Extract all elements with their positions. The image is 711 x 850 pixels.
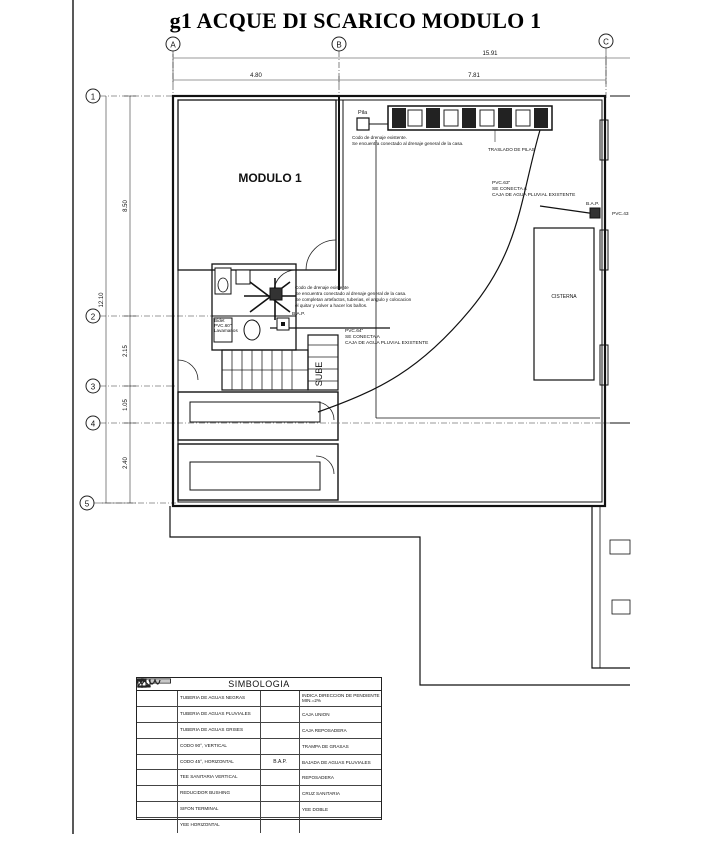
legend-label: TUBERIA DE AGUAS NEGRAS: [178, 691, 261, 706]
note-pvc-right-2: SE CONECTA A: [492, 186, 528, 192]
note-move-sinks: TRASLADO DE PILAS: [488, 147, 535, 152]
stair-treads: [222, 344, 338, 390]
grid-row-1: 1: [85, 88, 176, 104]
note-pvc-small: PVC.60": [214, 323, 232, 328]
bathroom-fixtures: [213, 207, 601, 343]
note-pvc-mid-3: CAJA DE AGUA PLUVIAL EXISTENTE: [345, 340, 428, 346]
dim-left-1: 8.50: [123, 200, 129, 212]
svg-text:4: 4: [91, 420, 96, 429]
note-mid-1: Codo de drenaje existente: [295, 285, 349, 290]
legend-label: YEE HORIZONTAL: [178, 818, 261, 834]
legend-label: TUBERIA DE AGUAS PLUVIALES: [178, 706, 261, 722]
dim-top-right: 7.81: [468, 73, 480, 79]
svg-text:A: A: [170, 41, 176, 50]
svg-text:C: C: [603, 38, 609, 47]
legend-row: SIFON TERMINAL YEE DOBLE: [137, 678, 381, 819]
note-existing-drain-2: Se encuentra conectado al drenaje genera…: [352, 141, 463, 146]
legend-label: CAJA UNION: [302, 711, 330, 717]
legend-row: TEE SANITARIA VERTICAL REPOSADERA: [137, 678, 381, 787]
legend-row: TUBERIA DE AGUAS PLUVIALES CAJA UNION: [137, 678, 381, 723]
sink-counter: [356, 105, 553, 131]
legend-row: TUBERIA DE AGUAS NEGRAS INDICA DIRECCION…: [137, 679, 381, 707]
svg-text:B: B: [336, 41, 341, 50]
svg-text:3: 3: [91, 383, 96, 392]
legend-label: CAJA REPOSADERA: [302, 727, 347, 733]
legend-row: CODO 45°, HORIZONTAL B.A.P. BAJADA DE AG…: [137, 678, 381, 771]
svg-text:5: 5: [85, 500, 90, 509]
svg-text:2: 2: [91, 313, 96, 322]
svg-text:1: 1: [91, 93, 96, 102]
legend-title: SIMBOLOGIA: [137, 678, 381, 691]
note-mid-3: Se completan artefactos, tuberias, el an…: [295, 297, 412, 302]
dim-left-3: 1.05: [123, 399, 129, 411]
legend-label: YEE DOBLE: [302, 807, 329, 813]
dim-left-2: 2.15: [123, 345, 129, 357]
left-dimensions: [100, 95, 136, 504]
note-mid-2: Se encuentra conectado al drenaje genera…: [295, 291, 406, 296]
note-pvc-right-3: CAJA DE AGUA PLUVIAL EXISTENTE: [492, 192, 575, 198]
legend-label: TRAMPA DE GRASAS: [302, 743, 349, 749]
legend-label: CRUZ SANITARIA: [302, 791, 340, 797]
building-walls: [171, 94, 630, 508]
legend-label: SIFON TERMINAL: [178, 802, 261, 818]
cistern-label: CISTERNA: [551, 294, 577, 300]
note-bidet: Bidet: [214, 318, 225, 323]
legend-label: TEE SANITARIA VERTICAL: [178, 770, 261, 786]
legend-label: BAJADA DE AGUAS PLUVIALES: [302, 759, 371, 765]
grid-row-2: 2: [85, 308, 230, 324]
legend-row: REDUCIDOR BUSHING CRUZ SANITARIA: [137, 678, 381, 803]
legend-label: REDUCIDOR BUSHING: [178, 786, 261, 802]
stair-label: SUBE: [314, 362, 324, 387]
note-mid-4: el quitar y volver a hacer los baños.: [295, 303, 367, 308]
note-pvc-edge: PVC.43: [612, 211, 629, 217]
lower-outline: [169, 506, 631, 686]
dim-left-4: 2.40: [123, 457, 129, 469]
grid-row-3: 3: [85, 378, 176, 394]
note-pvc-mid-2: SE CONECTA A: [345, 334, 381, 340]
legend-row: CODO 90°, VERTICAL TRAMPA DE GRASAS: [137, 678, 381, 755]
dim-left-total: 12.10: [99, 292, 105, 308]
legend-label: [300, 818, 381, 833]
legend-symbol-text: B.A.P.: [261, 754, 300, 770]
legend-row: TUBERIA DE AGUAS GRISES CAJA REPOSADERA: [137, 678, 381, 739]
grid-row-4: 4: [85, 415, 630, 431]
grid-column-b: B: [331, 36, 347, 100]
legend-label: CODO 90°, VERTICAL: [178, 738, 261, 754]
dim-top-left: 4.80: [250, 73, 262, 79]
note-pila: Pila: [358, 110, 368, 116]
note-pvc-right-1: PVC.63": [492, 180, 511, 186]
legend-label: TUBERIA DE AGUAS GRISES: [178, 722, 261, 738]
horizontal-wye-icon: [137, 679, 151, 687]
drawing-title: g1 ACQUE DI SCARICO MODULO 1: [169, 8, 542, 33]
symbology-legend: SIMBOLOGIA TUBERIA DE AGUAS NEGRAS INDIC…: [136, 677, 382, 834]
note-bap-mid: B.A.P.: [292, 311, 305, 317]
legend-row: YEE HORIZONTAL: [137, 679, 381, 834]
legend-label: REPOSADERA: [302, 775, 334, 781]
note-pvc-mid-1: PVC.64": [345, 328, 364, 334]
room-label-modulo-1: MODULO 1: [238, 171, 302, 185]
note-lavamanos: Lavamanos: [214, 328, 238, 333]
top-dimensions: [172, 54, 630, 84]
note-bap-right: B.A.P.: [586, 201, 599, 207]
legend-label: CODO 45°, HORIZONTAL: [178, 754, 261, 770]
legend-label: INDICA DIRECCION DE PENDIENTE MIN.=2%: [302, 693, 380, 704]
dim-top-total: 15.91: [482, 51, 498, 57]
note-existing-drain-1: Codo de drenaje existente.: [352, 135, 407, 140]
